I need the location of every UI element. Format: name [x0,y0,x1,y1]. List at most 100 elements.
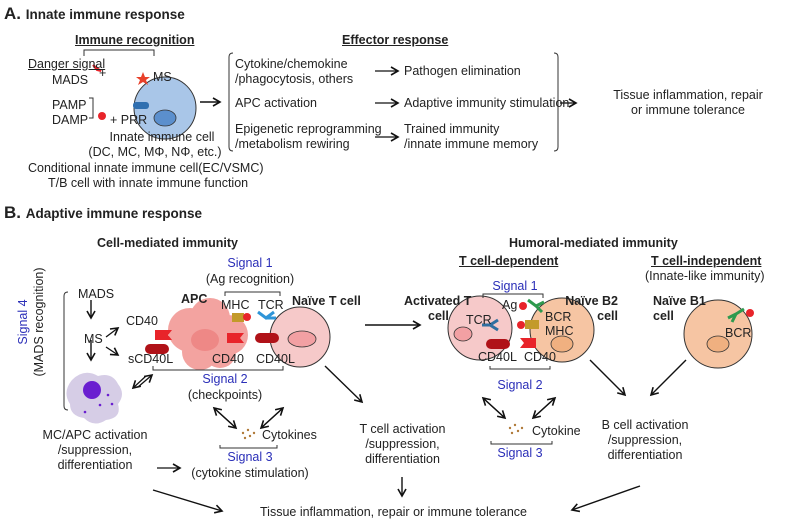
b-outcome-line-1: B cell activation [601,418,689,432]
cd40l-t-cell [255,333,279,343]
prr-receptor-icon [133,102,149,109]
recognition-bracket [83,49,155,56]
cause-3-line-2: /metabolism rewiring [235,137,350,151]
t-independent-label: T cell-independent [651,254,762,268]
cm-signal1-desc: (Ag recognition) [205,272,295,286]
t-outcome: T cell activation /suppression, differen… [345,422,460,467]
innate-cell-line-4: T/B cell with innate immune function [48,176,249,190]
ms-cell-nucleus [153,109,177,127]
h-signal3: Signal 3 [497,446,543,460]
tcr-icon [257,310,276,320]
innate-cell-line-2: (DC, MC, MΦ, NΦ, etc.) [88,145,222,159]
cytokine-dots-icon [508,423,524,435]
cd40-apc-right [227,333,244,343]
naive-b1-label: Naïve B1 cell [653,294,706,324]
cm-scd40l: sCD40L [128,352,174,366]
h-cd40: CD40 [524,350,556,364]
cytokines-dots-icon [241,428,256,440]
mhc-icon [232,313,244,322]
bcr-b1-icon [727,307,745,323]
t-outcome-line-2: /suppression, [365,437,440,451]
t-outcome-line-3: differentiation [365,452,440,466]
cell-mediated-heading: Cell-mediated immunity [97,236,238,250]
effect-3: Trained immunity /innate immune memory [404,122,538,152]
b-outcome: B cell activation /suppression, differen… [580,418,710,463]
panel-a-title: A. Innate immune response [4,4,185,23]
activated-t-line-1: Activated T [404,294,472,308]
cm-ms: MS [84,332,103,346]
panel-a-title-text: Innate immune response [25,7,185,22]
innate-cell-line-3: Conditional innate immune cell(EC/VSMC) [28,161,264,175]
plus-label: + [99,66,107,80]
damp-label: DAMP [52,113,89,127]
h-cytokine: Cytokine [532,424,581,438]
innate-outcome-line-2: or immune tolerance [631,103,745,117]
naive-b1-line-2: cell [653,309,674,323]
innate-cell-line-1: Innate immune cell [109,130,215,144]
naive-b2-line-2: cell [597,309,618,323]
prr-label: + PRR [110,113,148,127]
mads-icon [92,64,102,72]
panel-b-letter: B. [4,203,21,222]
effector-cause-3: Epigenetic reprogramming /metabolism rew… [235,122,382,152]
cm-signal2: Signal 2 [202,372,248,386]
innate-outcome-line-1: Tissue inflammation, repair [613,88,763,102]
scd40l-icon [145,344,169,354]
mc-outcome: MC/APC activation /suppression, differen… [30,428,160,473]
mc-outcome-line-3: differentiation [57,458,133,472]
naive-b2-label: Naïve B2 cell [558,294,618,324]
naive-b2-cell [529,297,595,363]
signal4-label: Signal 4 [16,299,30,345]
cause-1-line-2: /phagocytosis, others [235,72,354,86]
cause-3-line-1: Epigenetic reprogramming [235,122,382,136]
pamp-damp-dot-icon [98,112,106,120]
naive-b1-line-1: Naïve B1 [653,294,706,308]
b-outcome-line-3: differentiation [607,448,683,462]
final-outcome: Tissue inflammation, repair or immune to… [260,505,528,519]
cm-cd40-left: CD40 [126,314,158,328]
immune-recognition-label: Immune recognition [75,33,195,47]
ms-label: MS [153,70,172,84]
naive-b2-line-1: Naïve B2 [565,294,618,308]
h-signal1: Signal 1 [492,279,538,293]
h-mhc: MHC [545,324,574,338]
tcr-act-icon [482,318,499,332]
effector-cause-1: Cytokine/chemokine /phagocytosis, others [235,57,353,87]
cm-cytokines: Cytokines [262,428,317,442]
activated-t-line-2: cell [428,309,449,323]
t-outcome-line-1: T cell activation [359,422,446,436]
effector-right-bracket [553,52,559,152]
h-bcr: BCR [545,310,572,324]
cm-signal3-desc: (cytokine stimulation) [191,466,309,480]
t-dependent-label: T cell-dependent [459,254,559,268]
bcr-b2-icon [527,298,545,314]
cd40-apc-left [155,330,172,340]
cm-cd40: CD40 [212,352,244,366]
b1-bcr: BCR [725,326,752,340]
innate-outcome: Tissue inflammation, repair or immune to… [578,88,798,118]
cm-cd40l: CD40L [256,352,295,366]
mhc-b2-icon [525,320,539,329]
cause-1-line-1: Cytokine/chemokine [235,57,348,71]
panel-b-title: B. Adaptive immune response [4,203,202,222]
mc-outcome-line-1: MC/APC activation [42,428,148,442]
cm-signal3: Signal 3 [227,450,273,464]
panel-a-letter: A. [4,4,21,23]
mc-outcome-line-2: /suppression, [57,443,133,457]
cm-signal2-desc: (checkpoints) [187,388,263,402]
cm-mads: MADS [78,287,115,301]
naive-t-label: Naïve T cell [292,294,361,308]
cm-signal1: Signal 1 [227,256,273,270]
effect-1: Pathogen elimination [404,64,521,78]
humoral-heading: Humoral-mediated immunity [509,236,678,250]
h-ag: Ag [502,298,518,312]
innate-like-label: (Innate-like immunity) [645,269,765,283]
apc-cell [168,298,248,370]
signal1-bracket [224,291,281,296]
cm-mhc: MHC [221,298,250,312]
effector-cause-2: APC activation [235,96,317,110]
danger-signal-label: Danger signal [28,57,106,71]
signal2-bracket [152,366,284,371]
cd40-b2 [520,338,536,348]
